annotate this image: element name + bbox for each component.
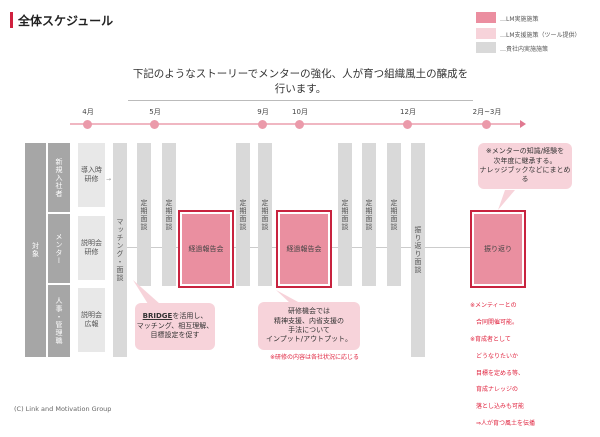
page-title: 全体スケジュール: [18, 14, 114, 28]
legend-swatch-support: [476, 28, 496, 39]
callout-text: 手法について: [288, 326, 330, 334]
training-note: ※研修の内容は各社状況に応じる: [270, 354, 360, 361]
regular-interview: 定期面談: [162, 143, 176, 286]
timeline-dot: [482, 119, 491, 129]
regular-interview: 定期面談: [258, 143, 272, 286]
callout-text: ※メンターの知識/経験を: [485, 147, 565, 156]
legend-label-lm: …LM実施施策: [500, 16, 539, 23]
note-line: どうなりたいか: [470, 352, 519, 360]
progress-report-2: 経過報告会: [276, 210, 332, 288]
timeline-dot: [295, 119, 304, 129]
callout-text: 目標設定を促す: [150, 331, 200, 340]
title-accent-bar: [10, 12, 13, 28]
timeline-arrow-icon: [520, 120, 526, 128]
review-interview: 振り返り面談: [411, 143, 425, 357]
note-line: ※メンティーとの: [470, 302, 517, 310]
regular-interview: 定期面談: [137, 143, 151, 286]
matching-interview: マッチング・面談: [113, 143, 127, 357]
legend-label-client: …貴社内実施施策: [500, 46, 549, 53]
arrow-icon: →: [106, 176, 112, 183]
callout-text: 次年度に継承する。: [493, 156, 557, 165]
month-label: 10月: [292, 108, 308, 116]
regular-interview: 定期面談: [338, 143, 352, 286]
callout-text: 精神支援、内省支援の: [274, 316, 344, 325]
target-header: 対象: [25, 143, 46, 357]
briefing-publicity: 説明会広報: [78, 288, 105, 352]
timeline-dot: [258, 119, 267, 129]
knowledge-callout: ※メンターの知識/経験を 次年度に継承する。 ナレッジブックなどにまとめる: [478, 143, 572, 189]
note-line: 合同開催可能。: [470, 319, 519, 327]
legend-label-support: …LM支援施策（ツール提供）: [500, 32, 581, 39]
training-callout: 研修機会では 精神支援、内省支援の 手法について インプット/アウトプット。: [258, 302, 360, 350]
timeline-dot: [150, 119, 159, 129]
briefing-training: 説明会研修: [78, 216, 105, 280]
footer-copyright: (C) Link and Motivation Group: [14, 405, 112, 413]
callout-text: を活用し、: [172, 312, 208, 321]
month-label: 5月: [149, 108, 161, 116]
legend-swatch-lm: [476, 12, 496, 23]
callout-text: 研修機会では: [288, 307, 330, 316]
regular-interview: 定期面談: [362, 143, 376, 286]
callout-text: マッチング、相互理解、: [136, 321, 214, 330]
group-hr-managers: 人事・管理職: [48, 285, 70, 357]
bridge-link: BRIDGE: [142, 312, 173, 321]
group-mentors: メンター: [48, 214, 70, 283]
timeline-dot: [83, 119, 92, 129]
timeline-dot: [403, 119, 412, 129]
intro-training: 導入時研修: [78, 143, 105, 207]
month-label: 4月: [82, 108, 94, 116]
review-session: 振り返り: [470, 210, 526, 288]
regular-interview: 定期面談: [387, 143, 401, 286]
month-label: 12月: [400, 108, 416, 116]
callout-text: ナレッジブックなどにまとめる: [479, 166, 571, 184]
note-line: ※育成者として: [470, 335, 511, 343]
progress-report-1: 経過報告会: [178, 210, 234, 288]
note-line: 育成ナレッジの: [470, 386, 519, 394]
month-label: 2月~3月: [472, 108, 502, 116]
callout-text: インプット/アウトプット。: [265, 335, 352, 344]
progress-report-label: 経過報告会: [182, 214, 230, 284]
callout-tails: [133, 190, 515, 304]
note-line: 目標を定める等、: [470, 369, 525, 377]
subtitle: 下記のようなストーリーでメンターの強化、人が育つ組織風土の醸成を行います。: [128, 66, 473, 101]
review-label: 振り返り: [474, 214, 522, 284]
regular-interview: 定期面談: [236, 143, 250, 286]
note-line: ⇒人が育つ風土を伝播: [470, 419, 536, 427]
bridge-callout: BRIDGEを活用し、 マッチング、相互理解、 目標設定を促す: [135, 303, 215, 350]
progress-report-label: 経過報告会: [280, 214, 328, 284]
note-line: 落とし込みも可能: [470, 403, 525, 411]
month-label: 9月: [257, 108, 269, 116]
legend-swatch-client: [476, 42, 496, 53]
review-notes: ※メンティーとの 合同開催可能。 ※育成者として どうなりたいか 目標を定める等…: [470, 294, 535, 437]
group-new-hires: 新規入社者: [48, 143, 70, 212]
